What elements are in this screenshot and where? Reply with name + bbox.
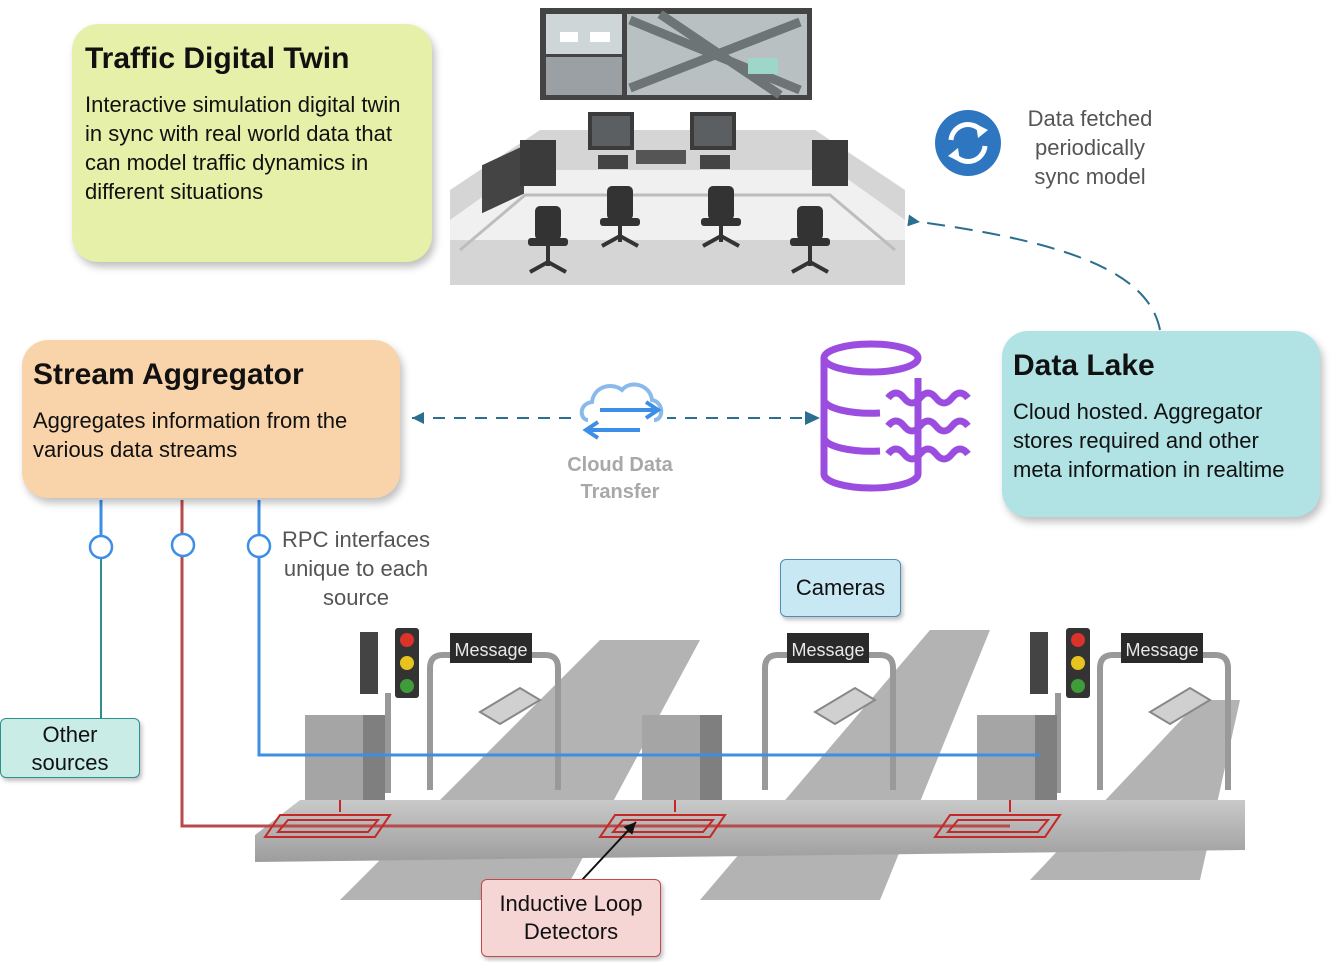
control-room-illustration <box>450 8 905 285</box>
data-lake-title: Data Lake <box>1013 349 1155 382</box>
data-lake-box: Data Lake Cloud hosted. Aggregator store… <box>1002 331 1320 517</box>
road-scene: Message Message Message <box>255 628 1245 900</box>
twin-description: Interactive simulation digital twin in s… <box>85 92 401 204</box>
database-stream-icon <box>820 340 971 492</box>
sync-note: Data fetched periodically sync model <box>1027 106 1153 189</box>
data-lake-description: Cloud hosted. Aggregator stores required… <box>1013 399 1285 482</box>
rpc-interface-cameras <box>246 533 272 559</box>
roadside-cabinet <box>305 715 1057 800</box>
cameras-label: Cameras <box>780 559 901 617</box>
cloud-transfer-icon <box>575 382 667 448</box>
loop-detector-line <box>180 500 1010 828</box>
inductive-loop <box>263 800 1062 838</box>
inductive-loop-detectors-label: Inductive Loop Detectors <box>481 879 661 957</box>
rpc-interfaces-note: RPC interfaces unique to each source <box>282 527 430 610</box>
traffic-light-icon <box>360 628 1090 793</box>
stream-aggregator-box: Stream Aggregator Aggregates information… <box>22 340 400 498</box>
aggregator-title: Stream Aggregator <box>33 358 304 391</box>
other-sources-label: Other sources <box>0 718 140 778</box>
rpc-interface-loops <box>170 532 196 558</box>
aggregator-description: Aggregates information from the various … <box>33 408 348 462</box>
traffic-digital-twin-box: Traffic Digital Twin Interactive simulat… <box>72 24 432 262</box>
rpc-interface-other <box>88 534 114 560</box>
camera-icon <box>478 686 1212 726</box>
loop-pointer-arrow <box>581 821 637 881</box>
camera-feed-line <box>257 500 1040 757</box>
message-sign-3: Message <box>1125 640 1198 660</box>
message-sign-1: Message <box>454 640 527 660</box>
message-sign-2: Message <box>791 640 864 660</box>
sync-fetch-arrow <box>907 214 1161 331</box>
sync-icon <box>935 110 1001 176</box>
twin-title: Traffic Digital Twin <box>85 42 350 75</box>
cloud-transfer-label: Cloud Data Transfer <box>567 454 673 503</box>
